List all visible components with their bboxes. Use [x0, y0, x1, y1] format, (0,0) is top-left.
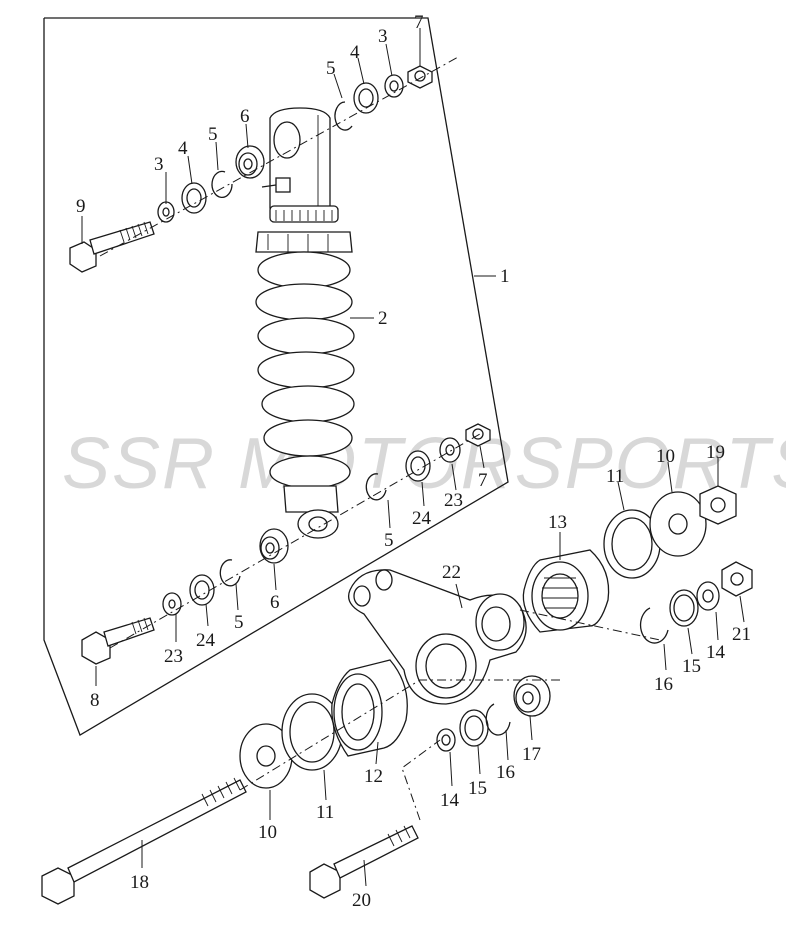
callout-13: 13: [548, 512, 567, 533]
upper-mount-parts: [69, 65, 433, 273]
callout-16: 16: [496, 762, 515, 783]
callout-1: 1: [500, 266, 510, 287]
callout-15: 15: [682, 656, 701, 677]
callout-5: 5: [326, 58, 336, 79]
shock-absorber: [255, 107, 355, 539]
callout-12: 12: [364, 766, 383, 787]
callout-24: 24: [412, 508, 432, 529]
callout-14: 14: [440, 790, 460, 811]
callout-10: 10: [258, 822, 277, 843]
callout-2: 2: [378, 308, 388, 329]
callout-5: 5: [208, 124, 218, 145]
callout-24: 24: [196, 630, 216, 651]
linkage-arm: [347, 569, 527, 705]
callout-23: 23: [164, 646, 183, 667]
callout-5: 5: [384, 530, 394, 551]
callout-22: 22: [442, 562, 461, 583]
callout-4: 4: [178, 138, 188, 159]
lower-front-parts: [41, 659, 551, 905]
lower-mount-parts: [81, 423, 491, 665]
callout-19: 19: [706, 442, 725, 463]
callout-4: 4: [350, 42, 360, 63]
callout-3: 3: [378, 26, 388, 47]
callout-11: 11: [316, 802, 334, 823]
right-side-parts: [522, 485, 753, 644]
callout-11: 11: [606, 466, 624, 487]
callout-3: 3: [154, 154, 164, 175]
callout-16: 16: [654, 674, 673, 695]
callout-6: 6: [270, 592, 280, 613]
callout-5: 5: [234, 612, 244, 633]
callout-9: 9: [76, 196, 86, 217]
callout-15: 15: [468, 778, 487, 799]
callout-6: 6: [240, 106, 250, 127]
callout-8: 8: [90, 690, 100, 711]
callout-7: 7: [414, 12, 424, 33]
callout-18: 18: [130, 872, 149, 893]
callout-23: 23: [444, 490, 463, 511]
assembly-frame: [43, 17, 509, 736]
leader-lines: [81, 28, 745, 887]
callout-10: 10: [656, 446, 675, 467]
callout-21: 21: [732, 624, 751, 645]
callout-20: 20: [352, 890, 371, 911]
callout-14: 14: [706, 642, 726, 663]
callout-7: 7: [478, 470, 488, 491]
callout-labels: 1 2 3 4 5 6 5 4 3 7 9 8 23 24 5 6 5 24 2…: [76, 12, 751, 911]
callout-17: 17: [522, 744, 541, 765]
